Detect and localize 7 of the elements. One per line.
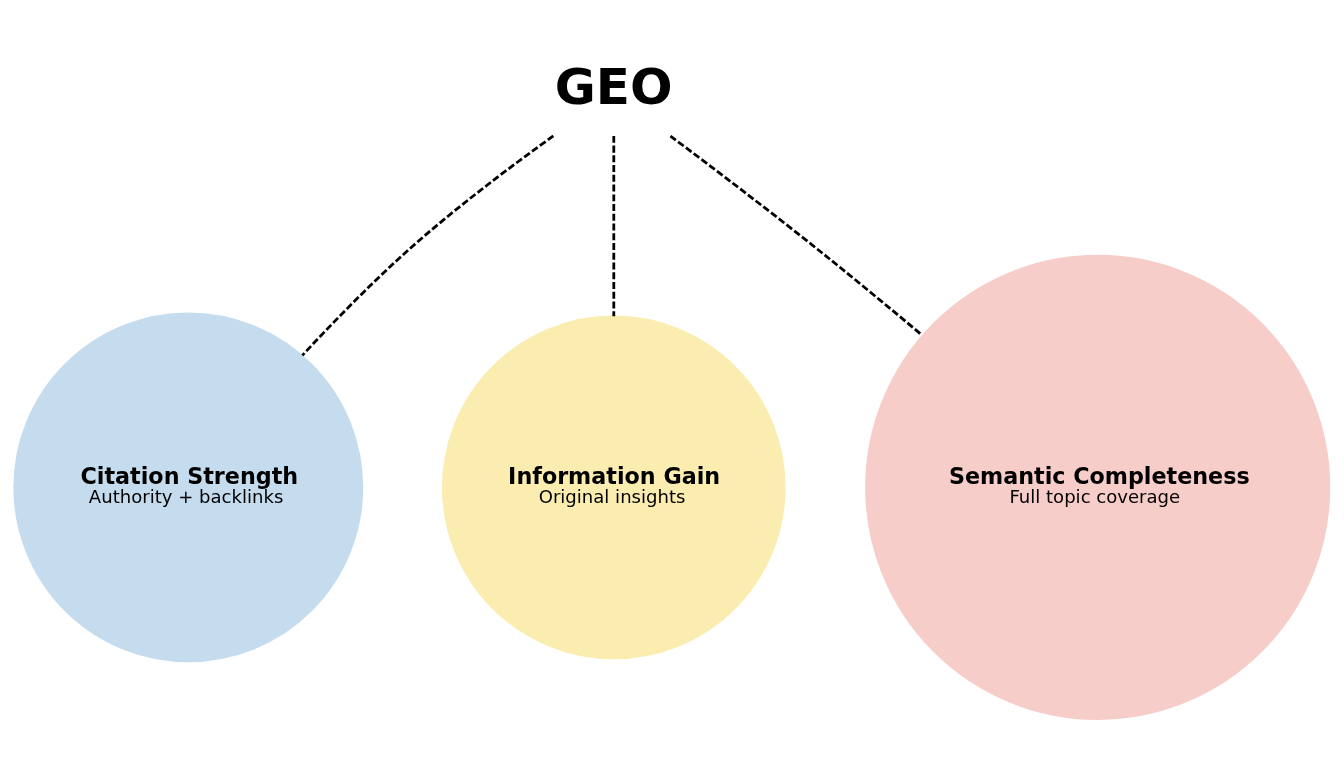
connector [669,134,923,336]
node-circle: Citation Strength Authority + backlinks [13,311,364,662]
node-circle: Information Gain Original insights [441,315,786,659]
node-text: GEO [554,57,673,116]
node-circle: Semantic Completeness Full topic coverage [865,254,1331,720]
connector [612,135,616,316]
connector [301,134,555,356]
